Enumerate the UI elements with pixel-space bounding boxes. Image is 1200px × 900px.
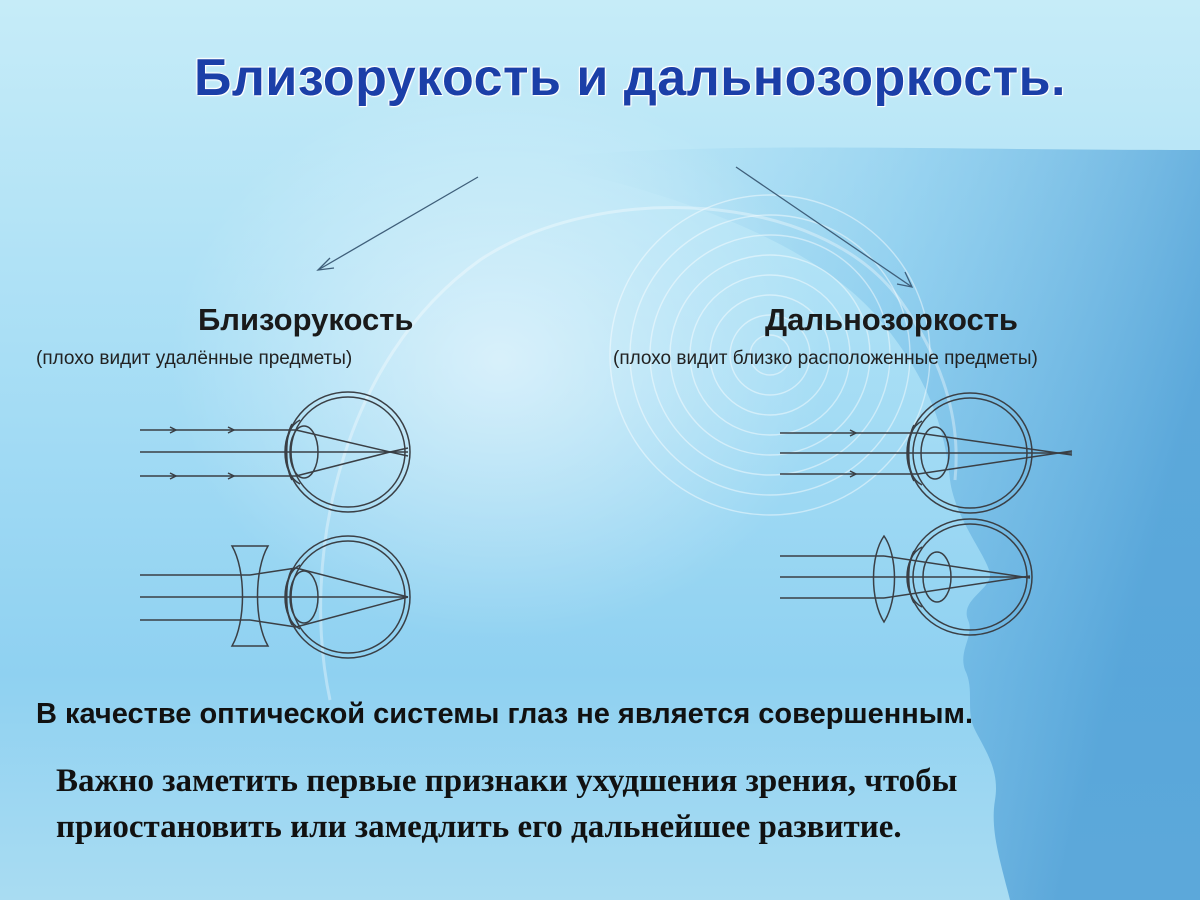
myopia-subtitle: (плохо видит удалённые предметы): [36, 348, 353, 369]
convex-lens-icon: [872, 534, 896, 624]
hyperopia-corrected-eye-diagram-icon: [780, 518, 1033, 636]
myopia-eye-diagram-icon: [140, 391, 411, 513]
arrow-to-hyperopia-icon: [735, 166, 913, 288]
head-silhouette-icon: [520, 147, 1200, 900]
hyperopia-eye-diagram-icon: [780, 392, 1073, 514]
note-line-2: приостановить или замедлить его дальнейш…: [56, 809, 902, 845]
statement-text: В качестве оптической системы глаз не яв…: [36, 698, 974, 730]
myopia-label: Близорукость: [198, 302, 414, 337]
myopia-corrected-eye-diagram-icon: [140, 535, 411, 659]
hyperopia-subtitle: (плохо видит близко расположенные предме…: [613, 348, 1038, 369]
hyperopia-label: Дальнозоркость: [765, 302, 1018, 337]
arrow-to-myopia-icon: [317, 176, 479, 271]
note-line-1: Важно заметить первые признаки ухудшения…: [56, 763, 958, 799]
page-title: Близорукость и дальнозоркость.: [193, 49, 1067, 107]
concentric-rings-icon: [609, 194, 931, 516]
note-text: Важно заметить первые признаки ухудшения…: [56, 758, 1176, 850]
concave-lens-icon: [230, 545, 270, 647]
